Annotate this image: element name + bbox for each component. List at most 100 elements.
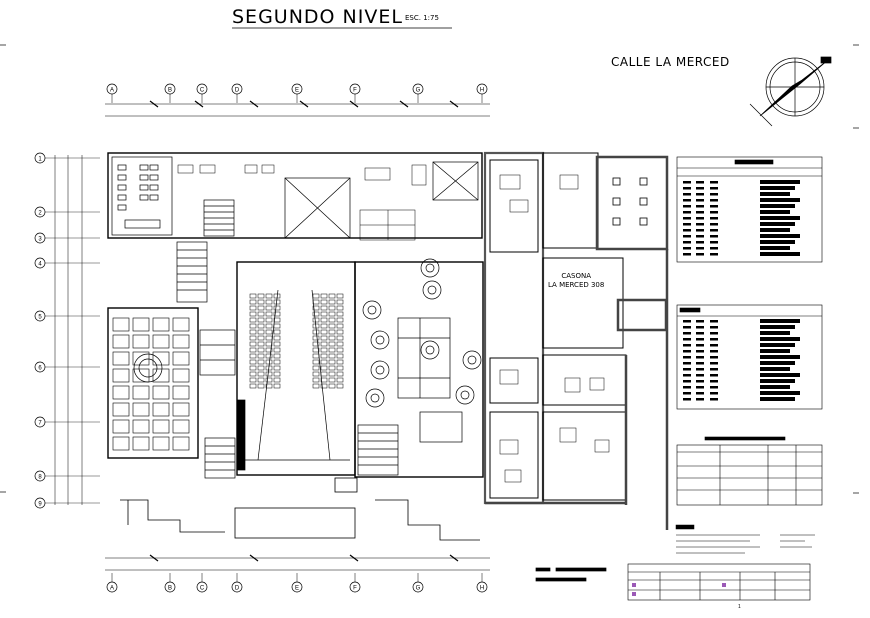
seat	[249, 359, 257, 365]
table-cell	[696, 187, 704, 190]
seat	[265, 347, 273, 353]
grid-label: 1	[38, 157, 42, 163]
table-cell	[760, 240, 795, 244]
table-cell	[710, 205, 718, 208]
patio-tile	[132, 436, 150, 451]
grid-bubble-b: B	[164, 83, 176, 103]
seat	[249, 341, 257, 347]
annex-walls-inner	[489, 152, 627, 501]
table-cell	[696, 193, 704, 196]
table-cell	[760, 198, 800, 202]
seat	[328, 377, 336, 383]
grid-bubble-9: 9	[34, 497, 100, 509]
table-cell	[710, 253, 718, 256]
table-cell	[710, 229, 718, 232]
columns-grid-annex	[612, 177, 648, 226]
grid-label: H	[480, 88, 484, 94]
seat	[273, 353, 281, 359]
grid-label: G	[416, 586, 421, 592]
table-cell	[710, 211, 718, 214]
grid-bubble-a: A	[106, 83, 118, 103]
lightwell-void	[284, 177, 351, 239]
seat	[249, 371, 257, 377]
seat	[257, 377, 265, 383]
grid-bubble-6: 6	[34, 361, 100, 373]
table-cell	[683, 211, 691, 214]
table-cell	[710, 338, 718, 341]
seat	[312, 347, 320, 353]
seat	[336, 317, 344, 323]
patio-tile	[172, 334, 190, 349]
table-cell	[683, 332, 691, 335]
table-cell	[710, 193, 718, 196]
table-cell	[696, 380, 704, 383]
table-cell	[710, 398, 718, 401]
grid-label: B	[168, 88, 172, 94]
table-cell	[710, 181, 718, 184]
table-cell	[760, 331, 790, 335]
table-cell	[760, 361, 795, 365]
table-cell	[683, 392, 691, 395]
seat	[320, 305, 328, 311]
seat	[312, 311, 320, 317]
patio-tile	[112, 334, 130, 349]
seat	[336, 323, 344, 329]
grid-bubble-g: G	[412, 573, 424, 593]
table-cell	[683, 247, 691, 250]
grid-bubble-7: 7	[34, 416, 100, 428]
seat	[320, 329, 328, 335]
grid-bubble-f: F	[349, 83, 361, 103]
seat	[336, 383, 344, 389]
seat	[265, 383, 273, 389]
street-label: CALLE LA MERCED	[611, 55, 730, 69]
grid-bubble-e: E	[291, 573, 303, 593]
seat	[336, 299, 344, 305]
patio-tile	[132, 334, 150, 349]
seat	[273, 329, 281, 335]
grid-bubble-d: D	[231, 83, 243, 103]
table-cell	[760, 355, 800, 359]
patio-tile	[112, 419, 130, 434]
grid-label: A	[110, 586, 114, 592]
tree-icon	[420, 258, 440, 278]
seat	[312, 335, 320, 341]
seat	[312, 293, 320, 299]
patio-tile	[112, 351, 130, 366]
seat	[257, 371, 265, 377]
seat	[328, 305, 336, 311]
seat	[320, 377, 328, 383]
patio-tile	[112, 436, 130, 451]
seat	[273, 377, 281, 383]
table-cell	[710, 199, 718, 202]
seat	[320, 323, 328, 329]
patio-grid	[112, 317, 190, 451]
table-cell	[760, 186, 795, 190]
grid-label: F	[353, 586, 357, 592]
grid-bubble-5: 5	[34, 310, 100, 322]
patio-tile	[172, 351, 190, 366]
seat	[265, 317, 273, 323]
table-cell	[710, 241, 718, 244]
grid-bubble-d: D	[231, 573, 243, 593]
table-cell	[696, 356, 704, 359]
seat	[336, 311, 344, 317]
seat	[320, 335, 328, 341]
notes-block	[675, 524, 815, 554]
patio-tile	[152, 317, 170, 332]
seat	[328, 359, 336, 365]
table-cell	[696, 235, 704, 238]
dimension-lines	[54, 103, 490, 571]
grid-bubble-8: 8	[34, 470, 100, 482]
table-cell	[710, 386, 718, 389]
table-cell	[696, 181, 704, 184]
table-cell	[696, 326, 704, 329]
seat	[249, 305, 257, 311]
grid-bubble-c: C	[196, 573, 208, 593]
patio-tile	[112, 368, 130, 383]
table-cell	[696, 362, 704, 365]
seat	[257, 305, 265, 311]
table-cell	[683, 253, 691, 256]
patio-tile	[132, 351, 150, 366]
table-cell	[696, 332, 704, 335]
